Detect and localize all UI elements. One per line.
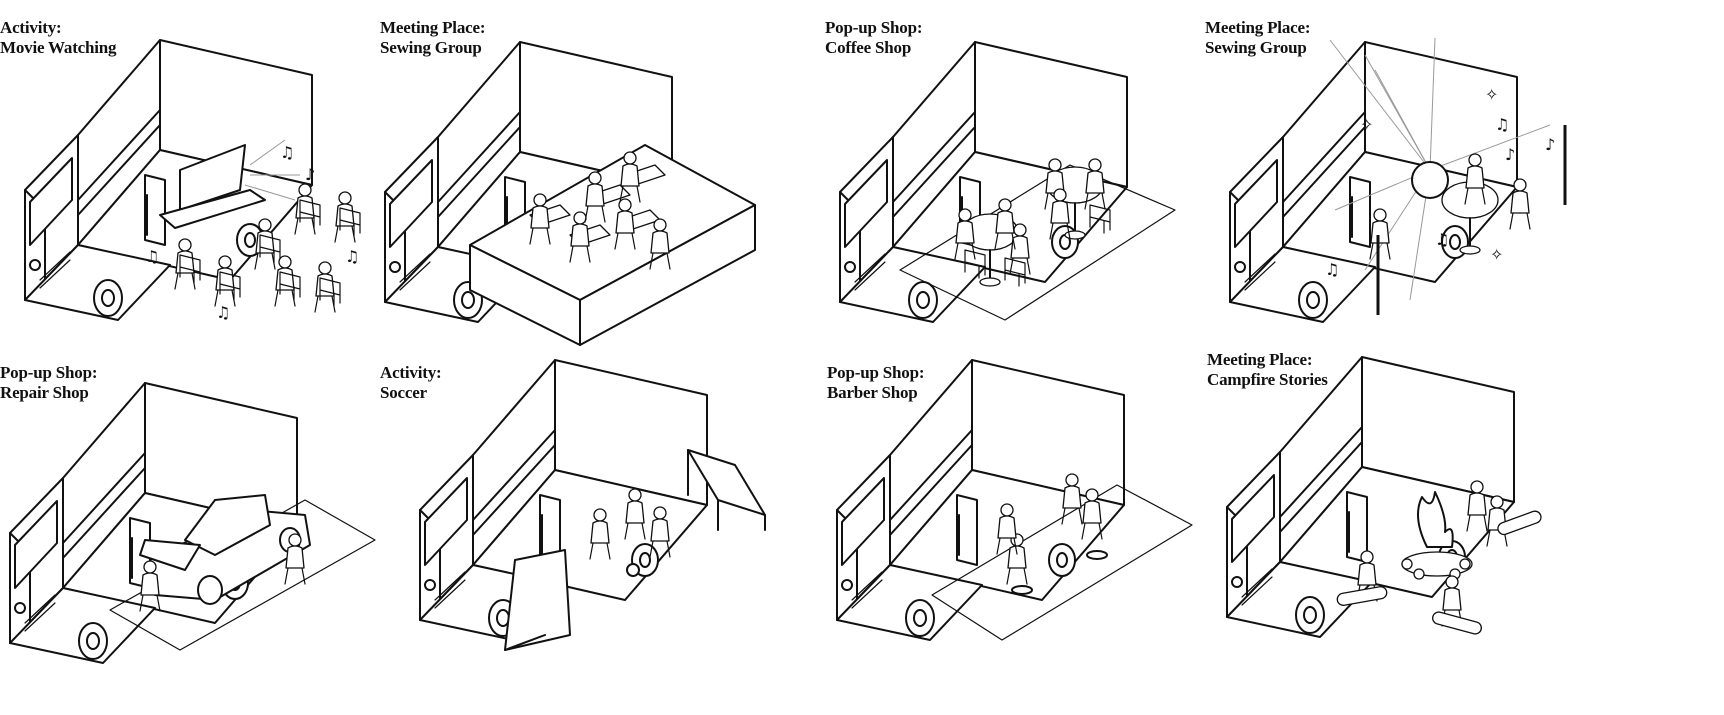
caption-category: Activity: [0,18,62,37]
coffee-shop-illustration [839,41,1176,323]
panel-caption: Pop-up Shop: Repair Shop [0,363,97,403]
soccer-ball-illustration [626,563,640,577]
panel-sewing-group: Meeting Place: Sewing Group [380,0,800,357]
caption-category: Pop-up Shop: [825,18,923,37]
music-note-icon: ♫ [280,143,294,162]
panel-caption: Activity: Movie Watching [0,18,117,58]
panel-movie-watching: Activity: Movie Watching ♫ ♪ ♫ ♫ ♫ [0,0,420,357]
panel-campfire-stories: Meeting Place: Campfire Stories [1207,332,1627,689]
caption-title: Barber Shop [827,383,918,402]
svg-text:♫: ♫ [1495,115,1509,134]
svg-text:✧: ✧ [1485,85,1498,104]
food-truck-illustration [24,39,313,321]
barber-chairs [996,473,1108,595]
caption-category: Meeting Place: [1205,18,1311,37]
svg-text:✧: ✧ [1360,115,1373,134]
repair-shop-illustration [9,382,376,664]
tv-screen-illustration [179,144,246,211]
caption-category: Pop-up Shop: [827,363,925,382]
floor-mat-illustration [931,484,1193,641]
panel-caption: Meeting Place: Campfire Stories [1207,350,1328,390]
caption-title: Sewing Group [380,38,482,57]
soccer-goal-illustration [504,549,571,651]
panel-caption: Pop-up Shop: Coffee Shop [825,18,922,58]
caption-title: Movie Watching [0,38,117,57]
caption-title: Coffee Shop [825,38,912,57]
sewing-group-illustration [384,41,756,346]
svg-text:✧: ✧ [1490,245,1503,264]
panel-sewing-group-party: Meeting Place: Sewing Group ♫ ♪ ♫ ♫ ♪ ✧ … [1205,0,1625,357]
barber-shop-illustration [836,359,1193,641]
panel-caption: Pop-up Shop: Barber Shop [827,363,924,403]
panel-caption: Activity: Soccer [380,363,442,403]
caption-title: Soccer [380,383,427,402]
party-illustration: ♫ ♪ ♫ ♫ ♪ ✧ ✧ ✧ [1229,37,1567,323]
caption-category: Pop-up Shop: [0,363,98,382]
sewing-tables [529,151,671,270]
svg-text:♫: ♫ [1435,230,1449,249]
panel-repair-shop: Pop-up Shop: Repair Shop [0,345,420,702]
caption-title: Repair Shop [0,383,89,402]
disco-ball-illustration [1411,161,1449,199]
panel-coffee-shop: Pop-up Shop: Coffee Shop [825,0,1245,357]
svg-text:♪: ♪ [1505,145,1515,164]
caption-title: Campfire Stories [1207,370,1328,389]
panel-barber-shop: Pop-up Shop: Barber Shop [827,345,1247,702]
svg-text:♫: ♫ [1325,260,1339,279]
caption-category: Meeting Place: [1207,350,1313,369]
car-illustration [139,494,311,605]
svg-text:♪: ♪ [1545,135,1555,154]
music-note-icon: ♫ [145,247,159,266]
food-truck-illustration [836,359,1125,641]
caption-title: Sewing Group [1205,38,1307,57]
floor-mat-illustration [899,164,1176,321]
music-note-icon: ♫ [345,247,359,266]
panel-caption: Meeting Place: Sewing Group [380,18,485,58]
caption-category: Meeting Place: [380,18,486,37]
music-note-icon: ♫ [216,303,230,322]
panel-caption: Meeting Place: Sewing Group [1205,18,1310,58]
panel-soccer: Activity: Soccer [380,345,800,702]
campfire-illustration [1226,356,1542,638]
caption-category: Activity: [380,363,442,382]
soccer-illustration [419,359,766,651]
movie-watching-illustration: ♫ ♪ ♫ ♫ ♫ [24,39,361,322]
campfire-illustration [1401,491,1473,580]
music-note-icon: ♪ [305,165,315,184]
soccer-goal-illustration [687,449,766,531]
